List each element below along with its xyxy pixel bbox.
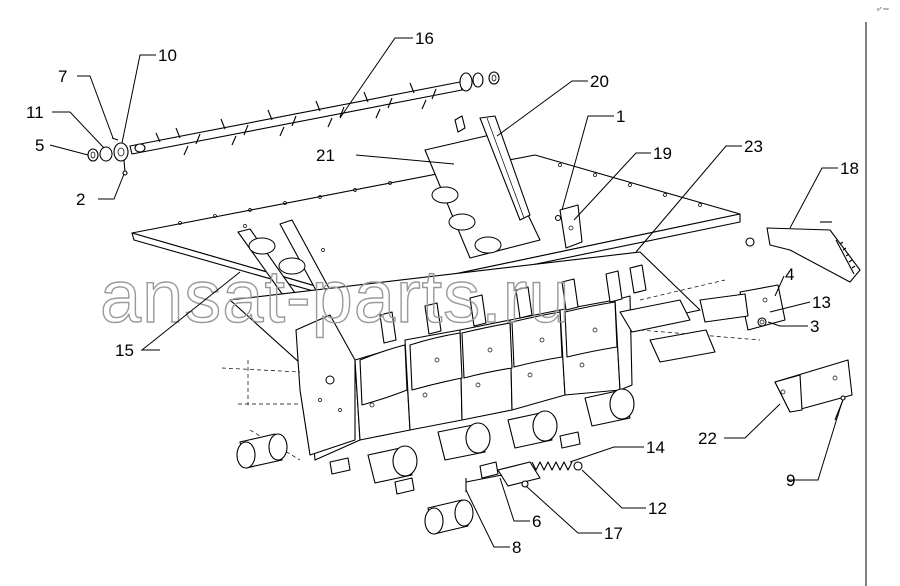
label-10: 10 bbox=[158, 46, 177, 65]
bottom-tabs bbox=[329, 431, 581, 495]
label-14: 14 bbox=[646, 438, 665, 457]
label-4: 4 bbox=[785, 265, 794, 284]
side-rail-15 bbox=[237, 219, 331, 306]
label-8: 8 bbox=[512, 538, 521, 557]
part-labels: 1 2 3 4 5 6 7 8 9 10 11 12 13 14 15 16 1… bbox=[26, 29, 859, 557]
label-5: 5 bbox=[35, 136, 44, 155]
label-17: 17 bbox=[604, 524, 623, 543]
label-9: 9 bbox=[786, 471, 795, 490]
bracket-1-19 bbox=[554, 204, 583, 249]
outlet-tubes bbox=[236, 388, 635, 535]
corner-mark: e* == bbox=[877, 7, 889, 13]
label-2: 2 bbox=[76, 190, 85, 209]
agitator-shaft bbox=[129, 71, 500, 156]
spring-assembly bbox=[465, 461, 583, 492]
label-16: 16 bbox=[415, 29, 434, 48]
leader-lines bbox=[49, 37, 843, 548]
label-20: 20 bbox=[590, 72, 609, 91]
left-bearing-set bbox=[87, 137, 129, 176]
watermark: ansat-parts.ru bbox=[100, 255, 571, 338]
outlet-plate bbox=[424, 115, 541, 259]
metering-body bbox=[221, 251, 761, 461]
label-3: 3 bbox=[810, 317, 819, 336]
label-6: 6 bbox=[532, 512, 541, 531]
label-18: 18 bbox=[840, 159, 859, 178]
cover-4 bbox=[739, 284, 786, 331]
label-23: 23 bbox=[744, 137, 763, 156]
label-12: 12 bbox=[648, 499, 667, 518]
label-13: 13 bbox=[812, 293, 831, 312]
label-15: 15 bbox=[115, 341, 134, 360]
label-22: 22 bbox=[698, 429, 717, 448]
cover-22 bbox=[774, 359, 853, 421]
label-7: 7 bbox=[58, 67, 67, 86]
label-19: 19 bbox=[653, 144, 672, 163]
cover-18 bbox=[745, 221, 861, 283]
rail-20 bbox=[479, 115, 531, 221]
label-11: 11 bbox=[26, 103, 44, 122]
label-21: 21 bbox=[316, 146, 335, 165]
label-1: 1 bbox=[616, 107, 625, 126]
shields bbox=[619, 293, 749, 363]
